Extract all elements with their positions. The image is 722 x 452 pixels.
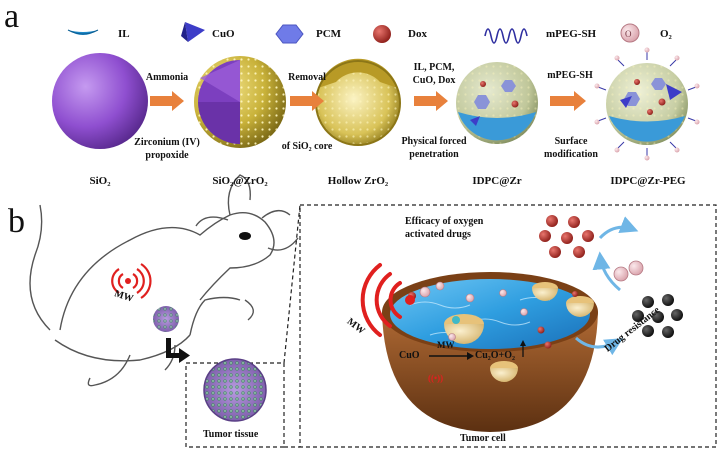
cuo-icon	[181, 22, 205, 42]
activated-drug-cluster	[539, 215, 594, 258]
stage-label-sio2-zro2: SiO₂@ZrO₂	[212, 175, 268, 187]
zoom-arrow-icon	[166, 338, 190, 363]
microwave-source-icon	[405, 295, 415, 305]
tumor-tissue-label: Tumor tissue	[203, 429, 259, 440]
idpc-zr-peg-particle	[594, 47, 700, 161]
ionic-liquid-icon	[67, 29, 99, 35]
oxygen-bubble	[419, 281, 528, 341]
resistant-drug-cluster	[632, 294, 683, 338]
mpeg-sh-chain-icon	[484, 28, 528, 44]
pcm-hexagon-icon	[275, 24, 304, 44]
microwave-source-icon	[125, 278, 131, 284]
legend-label-mpeg-sh: mPEG-SH	[546, 28, 597, 40]
stage-label-hollow-zro2: Hollow ZrO₂	[327, 175, 389, 187]
zoom-guide-line	[283, 204, 301, 364]
legend-label-o2: O₂	[660, 28, 672, 40]
efficacy-label: Efficacy of oxygen activated drugs	[405, 216, 484, 240]
tumor-on-mouse	[153, 306, 179, 332]
stage-label-sio2: SiO₂	[89, 175, 111, 187]
oxygen-up-arrow-head	[520, 340, 526, 346]
legend-label-pcm: PCM	[316, 28, 342, 40]
reaction-products: Cu₂O+O₂	[475, 350, 516, 361]
step-4-method: Surface modification	[544, 136, 598, 160]
step-2-action: Removal	[288, 72, 326, 83]
oxygen-molecule-icon	[613, 260, 644, 282]
tumor-cell-label: Tumor cell	[460, 433, 506, 444]
reaction-reactant: CuO	[399, 350, 420, 361]
step-2-detail: of SiO₂ core	[281, 141, 333, 152]
microwave-waves-icon	[360, 263, 402, 337]
step-arrow	[414, 91, 448, 111]
tumor-tissue-image	[203, 358, 267, 422]
step-3-reagents: IL, PCM, CuO, Dox	[412, 62, 456, 86]
panel-label-a: a	[4, 0, 20, 35]
dox-sphere-icon	[373, 25, 391, 43]
step-4-reagent: mPEG-SH	[547, 70, 593, 81]
reaction-condition: MW	[437, 340, 455, 350]
reaction-wave-symbol: ((•))	[428, 373, 444, 383]
nanoparticle-in-cell	[566, 296, 594, 317]
step-arrow	[150, 91, 184, 111]
step-1-condition: Zirconium (IV) propoxide	[134, 137, 200, 161]
svg-text:O: O	[625, 29, 632, 39]
step-1-reagent: Ammonia	[145, 72, 189, 83]
idpc-zr-particle	[456, 62, 538, 144]
step-arrow	[550, 91, 586, 111]
mouse-illustration	[29, 174, 299, 387]
legend-label-dox: Dox	[408, 28, 427, 40]
stage-label-idpc-zr-peg: IDPC@Zr-PEG	[610, 175, 686, 187]
oxygen-bubble-icon: O	[620, 23, 640, 43]
nanoparticle-in-cell	[490, 361, 518, 382]
cycle-arrow-icon	[575, 216, 639, 356]
step-3-method: Physical forced penetration	[401, 136, 467, 160]
legend-label-cuo: CuO	[212, 28, 235, 40]
microwave-waves-icon	[111, 263, 152, 299]
panel-label-b: b	[8, 203, 25, 240]
hollow-zro2-particle	[315, 58, 401, 146]
legend-label-il: IL	[118, 28, 130, 40]
step-arrow	[290, 91, 324, 111]
nanoparticle-in-cell	[532, 282, 558, 301]
mouse-eye	[239, 232, 251, 240]
sio2-zro2-particle	[194, 56, 286, 148]
sio2-particle	[52, 53, 148, 149]
stage-label-idpc-zr: IDPC@Zr	[472, 175, 522, 187]
reaction-arrow-head	[467, 352, 474, 360]
